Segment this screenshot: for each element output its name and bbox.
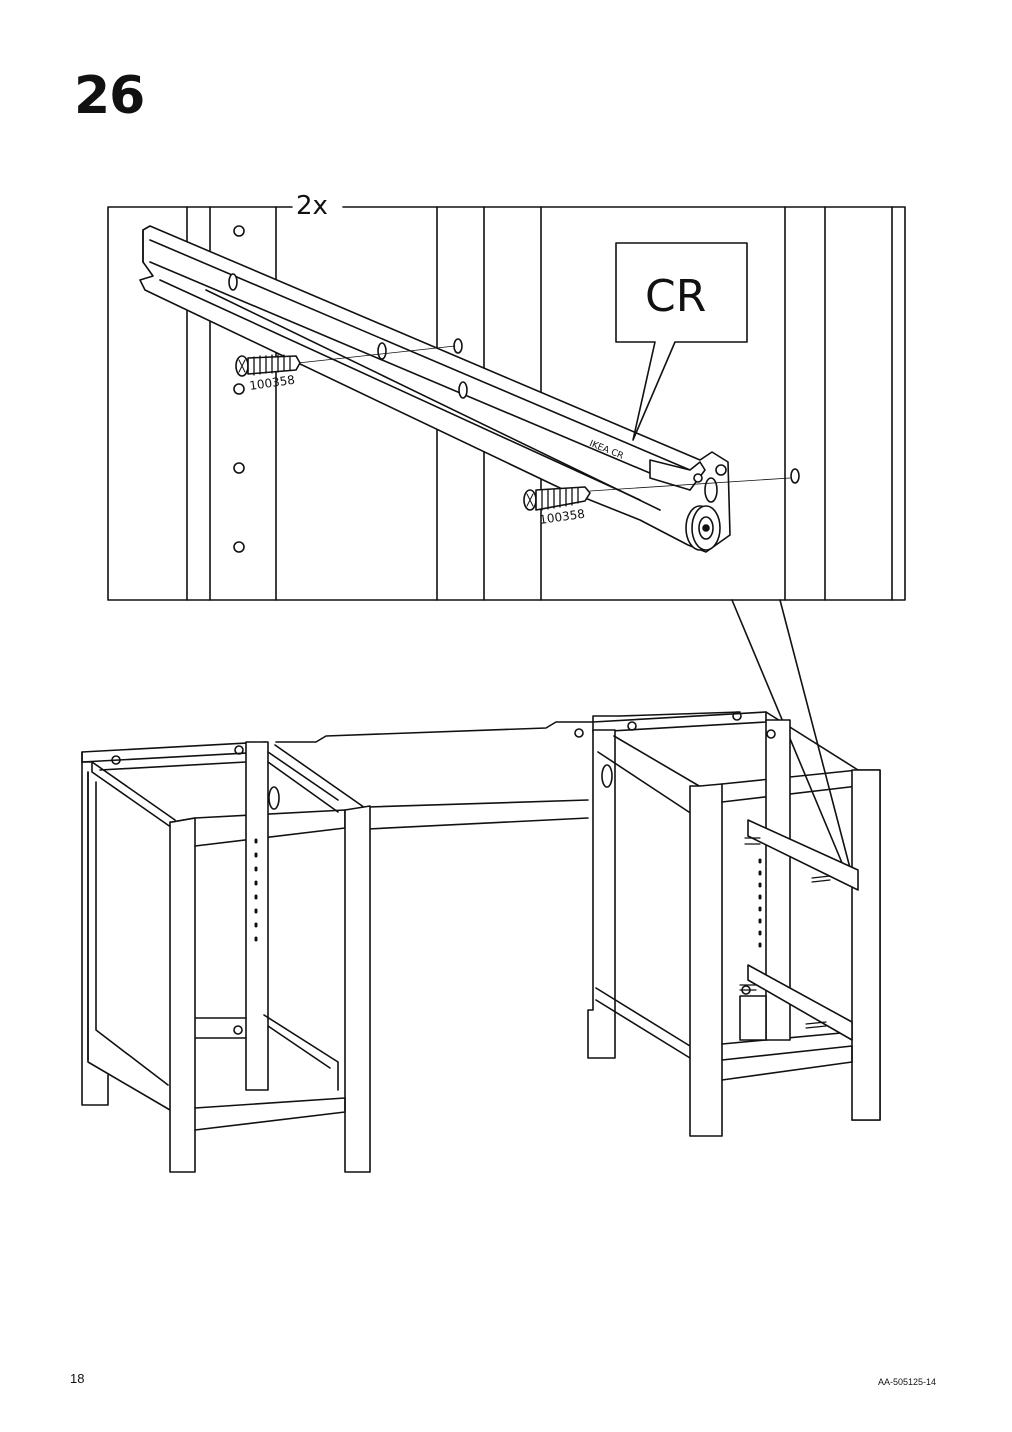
quantity-label: 2x (296, 191, 328, 221)
drawer-rail (139, 225, 731, 553)
screw-part-number: 100358 (538, 507, 585, 527)
rail-label: CR (645, 271, 706, 322)
step-number: 26 (74, 66, 145, 126)
document-code: AA-505125-14 (878, 1377, 937, 1387)
desk-frame (81, 711, 881, 1173)
screw-part-number: 100358 (248, 373, 295, 393)
cr-callout (615, 242, 748, 441)
screw-icon (523, 486, 591, 511)
page-number: 18 (70, 1371, 85, 1386)
screw-icon (235, 354, 301, 377)
